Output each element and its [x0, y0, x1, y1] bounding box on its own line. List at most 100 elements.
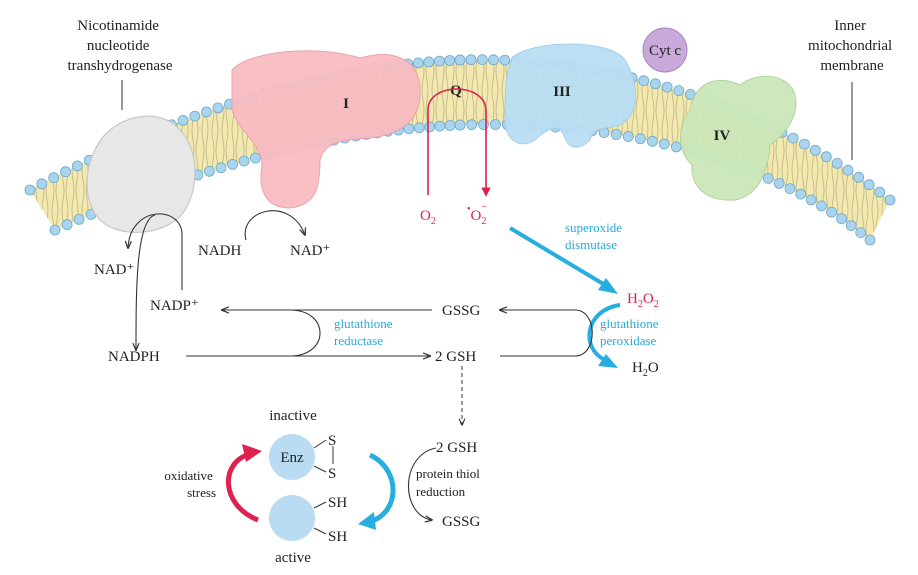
lipid-head: [454, 119, 466, 131]
complex-iii: [504, 43, 637, 148]
lipid-head: [444, 120, 456, 131]
lipid-head: [454, 54, 466, 66]
superoxide-dismutase-label: superoxide dismutase: [565, 220, 625, 252]
q-label: Q: [450, 83, 462, 99]
lipid-head: [36, 178, 48, 190]
lipid-head: [177, 115, 189, 126]
lipid-head: [805, 194, 817, 206]
nadp-plus-label: NADP⁺: [150, 298, 199, 314]
nadp-to-nadph-arrow: [136, 214, 156, 350]
lipid-head: [412, 57, 424, 69]
lipid-head: [488, 54, 499, 66]
nad-plus-right-label: NAD⁺: [290, 243, 330, 259]
lipid-head: [853, 171, 865, 183]
lipid-head: [874, 186, 886, 198]
lipid-head: [831, 157, 843, 169]
sh-bond-bottom: [313, 527, 327, 535]
sod-arrow: [508, 226, 612, 290]
lipid-head: [424, 121, 436, 133]
lipid-head: [658, 138, 670, 150]
inactive-label: inactive: [269, 408, 317, 424]
nadph-label: NADPH: [108, 349, 160, 365]
lipid-head: [250, 152, 261, 164]
lipid-head: [238, 155, 250, 167]
lipid-head: [773, 177, 785, 189]
cyt-c-label: Cyt c: [649, 43, 681, 59]
glutathione-peroxidase-label: glutathione peroxidase: [600, 316, 662, 348]
nadh-oxidation-arrow: [244, 210, 305, 241]
transhydrogenase-protein: [86, 115, 196, 233]
lipid-head: [638, 75, 650, 87]
enzyme-active: [269, 495, 315, 541]
transhydrogenase-label: Nicotinamide nucleotide transhydrogenase: [68, 18, 173, 74]
lipid-head: [826, 206, 837, 218]
lipid-head: [673, 85, 685, 96]
lipid-head: [635, 133, 646, 145]
s-bond-bottom: [313, 465, 327, 473]
lipid-head: [444, 55, 456, 66]
lipid-head: [816, 200, 827, 212]
gpx-arrow: [587, 303, 621, 362]
s-top-label: S: [328, 433, 336, 449]
h2o2-label: H2O2: [627, 291, 659, 310]
s-bond-top: [313, 439, 327, 449]
lipid-head: [24, 184, 36, 196]
sh-bottom-label: SH: [328, 529, 347, 545]
superoxide-label: •O2−: [467, 202, 487, 227]
lipid-head: [855, 227, 867, 239]
lipid-head: [476, 54, 488, 65]
two-gsh-right-label: 2 GSH: [436, 440, 477, 456]
lipid-head: [212, 102, 224, 114]
lipid-head: [227, 158, 239, 170]
lipid-head: [203, 165, 215, 177]
lipid-head: [647, 135, 658, 147]
lipid-head: [423, 56, 435, 68]
lipid-head: [478, 119, 489, 130]
two-gsh-mid-label: 2 GSH: [435, 349, 476, 365]
lipid-head: [73, 213, 85, 225]
nadh-to-nad-arrow: [128, 213, 183, 290]
lipid-head: [48, 172, 60, 184]
cyt-c: [642, 27, 688, 73]
lipid-head: [787, 132, 799, 144]
oxidative-stress-arrow: [225, 451, 260, 523]
lipid-head: [433, 55, 445, 67]
lipid-head: [810, 144, 821, 156]
membrane-label: Inner mitochondrial membrane: [808, 18, 896, 74]
protein-thiol-arrow: [407, 447, 437, 520]
sh-top-label: SH: [328, 495, 347, 511]
lipid-head: [884, 194, 896, 206]
lipid-head: [762, 172, 774, 184]
oxidative-stress-label: oxidative stress: [164, 468, 216, 500]
glutathione-reductase-loop: [289, 309, 321, 357]
enz-label: Enz: [280, 450, 304, 466]
lipid-head: [622, 131, 634, 142]
lipid-head: [610, 129, 622, 140]
enzyme-inactive: [269, 434, 315, 480]
h2o-label: H2O: [632, 360, 659, 379]
lipid-head: [189, 110, 201, 122]
lipid-head: [403, 123, 415, 135]
complex-i-label: I: [343, 96, 349, 112]
lipid-head: [71, 160, 83, 172]
glutathione-reductase-label: glutathione reductase: [334, 316, 396, 348]
lipid-head: [61, 219, 73, 231]
protein-thiol-reduction-label: protein thiol reduction: [416, 466, 483, 499]
complex-i: [231, 50, 421, 209]
active-label: active: [275, 550, 311, 566]
lipid-head: [465, 54, 477, 66]
lipid-head: [60, 166, 71, 178]
reduction-arrow-head: [358, 512, 376, 530]
nad-plus-left-label: NAD⁺: [94, 262, 134, 278]
lipid-head: [413, 122, 425, 134]
lipid-head: [499, 54, 511, 66]
lipid-head: [845, 220, 857, 232]
lipid-head: [466, 119, 478, 131]
s-bottom-label: S: [328, 466, 336, 482]
gssg-bottom-label: GSSG: [442, 514, 481, 530]
complex-iii-label: III: [553, 84, 571, 100]
lipid-head: [784, 183, 796, 195]
lipid-head: [215, 162, 227, 174]
o2-label: O2: [420, 208, 436, 227]
